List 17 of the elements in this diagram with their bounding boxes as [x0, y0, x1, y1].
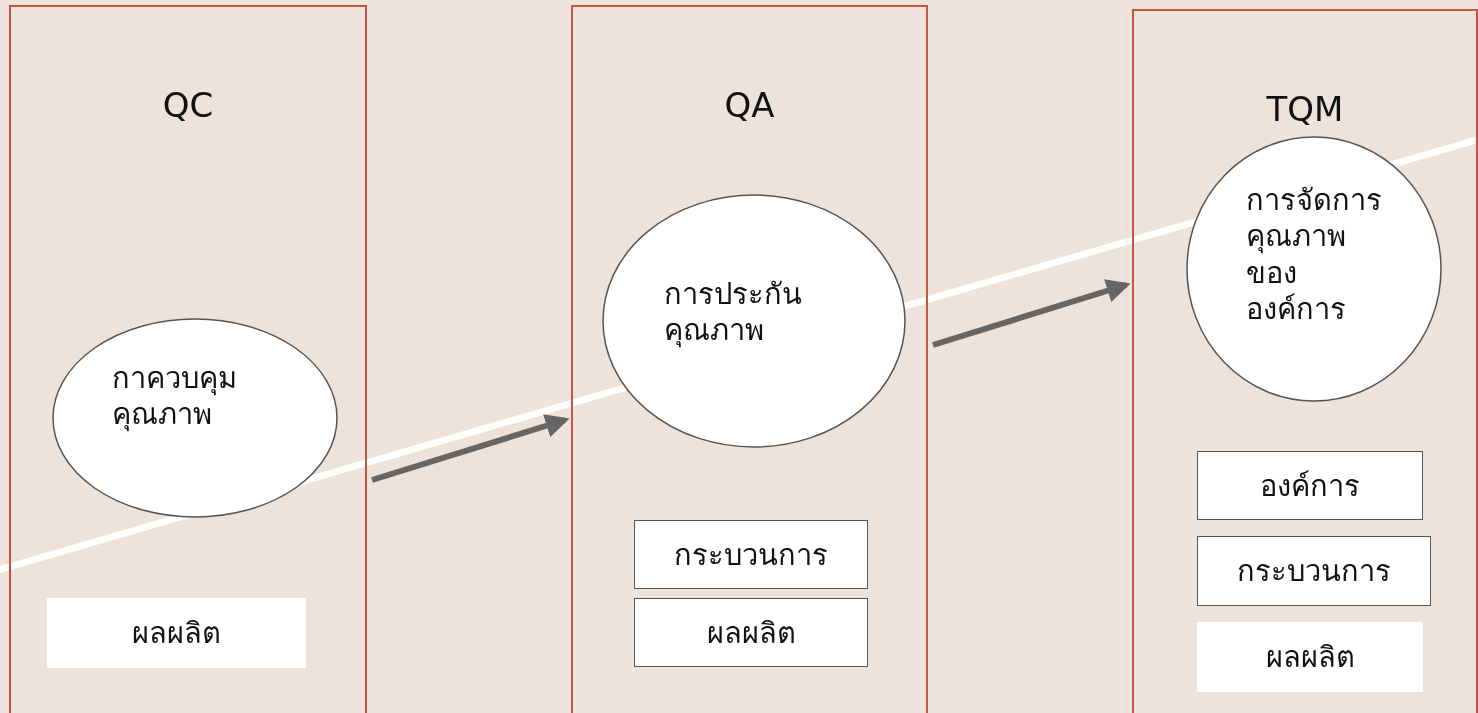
stage-title: QA [723, 85, 776, 125]
arrow [932, 279, 1131, 348]
concept-text: การประกันคุณภาพ [664, 276, 803, 349]
scope-box: ผลผลิต [47, 598, 306, 668]
stage-panel [1132, 9, 1478, 713]
stage-panel [571, 5, 928, 713]
scope-box: ผลผลิต [1197, 622, 1423, 692]
scope-box: กระบวนการ [634, 520, 868, 589]
scope-box: ผลผลิต [634, 598, 868, 667]
concept-text: การจัดการคุณภาพขององค์การ [1246, 182, 1383, 327]
scope-box: องค์การ [1197, 451, 1423, 520]
arrow [371, 414, 570, 483]
concept-text: กาควบคุมคุณภาพ [112, 360, 238, 433]
scope-box: กระบวนการ [1197, 536, 1431, 606]
stage-title: TQM [1265, 89, 1345, 129]
stage-title: QC [161, 85, 215, 125]
stage-panel [9, 5, 367, 713]
